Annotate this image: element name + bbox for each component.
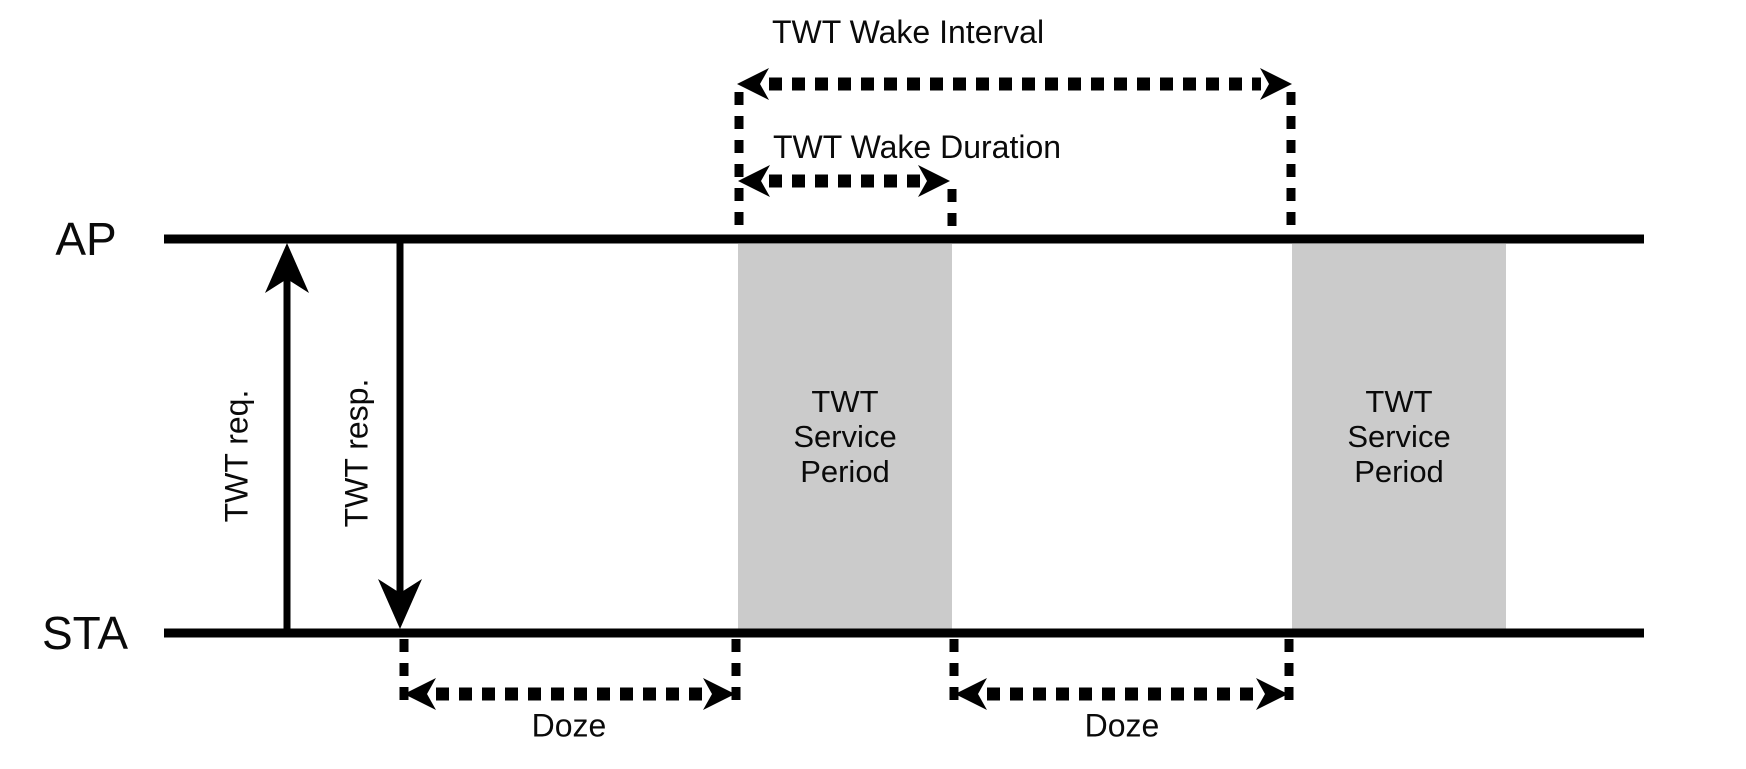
wake-interval-arrowhead-left <box>737 68 769 100</box>
twt-resp-arrow <box>378 239 422 629</box>
service-period-2-line-1: TWT <box>1365 384 1433 419</box>
twt-service-period-box-2: TWT Service Period <box>1292 244 1506 629</box>
wake-interval-arrow <box>737 68 1292 100</box>
wake-interval-arrowhead-right <box>1260 68 1292 100</box>
service-period-1-line-3: Period <box>800 454 890 489</box>
wake-duration-label: TWT Wake Duration <box>773 129 1062 165</box>
twt-req-arrow <box>265 243 309 633</box>
doze1-arrowhead-right <box>703 678 735 710</box>
doze-label-1: Doze <box>531 707 607 744</box>
doze1-arrowhead-left <box>404 678 436 710</box>
twt-service-period-box-1: TWT Service Period <box>738 244 952 629</box>
doze-label-2: Doze <box>1084 707 1160 744</box>
twt-req-label: TWT req. <box>218 389 255 523</box>
doze-arrow-2 <box>955 678 1288 710</box>
wake-duration-arrowhead-left <box>738 165 770 197</box>
doze2-arrowhead-left <box>955 678 987 710</box>
service-period-1-line-2: Service <box>793 419 897 454</box>
service-period-2-line-3: Period <box>1354 454 1444 489</box>
sta-timeline-label: STA <box>41 607 129 659</box>
service-period-2-line-2: Service <box>1347 419 1451 454</box>
ap-timeline-label: AP <box>55 213 117 265</box>
doze2-arrowhead-right <box>1256 678 1288 710</box>
service-period-1-line-1: TWT <box>811 384 879 419</box>
twt-resp-label: TWT resp. <box>338 378 375 528</box>
doze-arrow-1 <box>404 678 735 710</box>
wake-duration-arrowhead-right <box>918 165 950 197</box>
wake-interval-label: TWT Wake Interval <box>772 14 1045 50</box>
wake-duration-arrow <box>738 165 950 197</box>
twt-req-arrowhead <box>265 243 309 293</box>
twt-resp-arrowhead <box>378 579 422 629</box>
